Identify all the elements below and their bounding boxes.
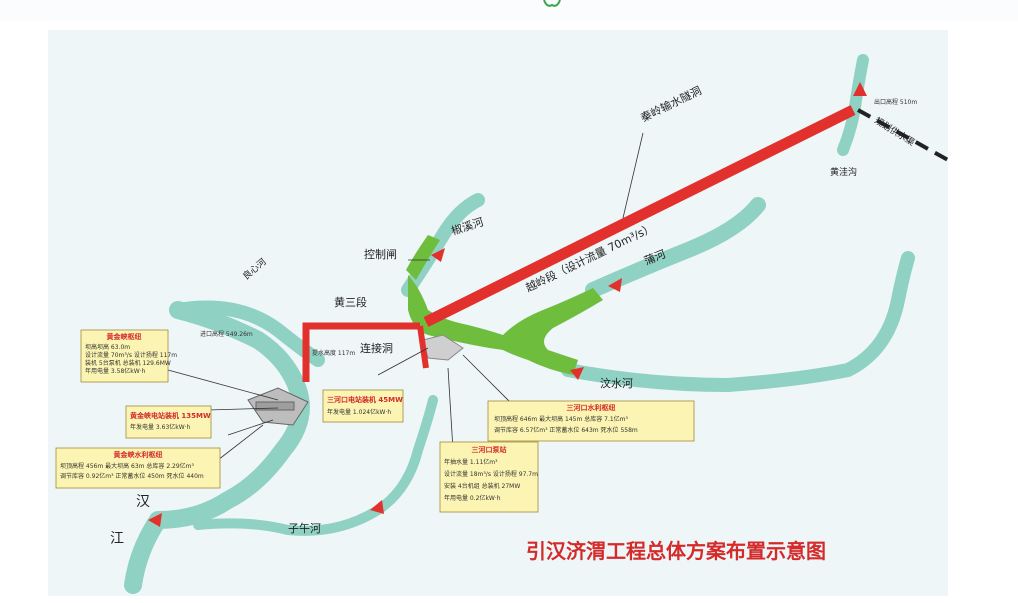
label-huang-san: 黄三段 xyxy=(334,295,367,309)
tunnel-group xyxy=(302,105,856,382)
label-control-gate: 控制闸 xyxy=(364,247,397,261)
svg-text:年抽水量 1.11亿m³: 年抽水量 1.11亿m³ xyxy=(444,458,498,466)
svg-text:调节库容 0.92亿m³ 正常蓄水位 450m 死水位: 调节库容 0.92亿m³ 正常蓄水位 450m 死水位 440m xyxy=(60,472,204,480)
label-jiang: 江 xyxy=(110,531,124,547)
diagram-panel: 黄金峡枢纽 坝高坝高 63.0m 设计流量 70m³/s 设计扬程 117m 装… xyxy=(48,30,949,596)
label-pump-lift: 提水高度 117m xyxy=(312,349,355,357)
diagram-title: 引汉济渭工程总体方案布置示意图 xyxy=(526,539,826,563)
tunnel-yueling xyxy=(423,105,856,327)
arrow-icon xyxy=(148,513,162,527)
reservoir-group xyxy=(406,235,603,375)
huangjinxia-dam xyxy=(247,387,309,426)
label-ziwu-river: 子午河 xyxy=(288,522,321,535)
arrow-icon xyxy=(570,367,584,380)
planned-canal xyxy=(857,108,949,162)
svg-text:设计流量 70m³/s 设计扬程 117m: 设计流量 70m³/s 设计扬程 117m xyxy=(85,351,177,359)
svg-text:装机 5台泵机 总装机 129.6MW: 装机 5台泵机 总装机 129.6MW xyxy=(85,359,171,367)
tunnel-huangsan xyxy=(302,322,420,382)
top-band xyxy=(0,0,1018,22)
arrow-icon xyxy=(431,248,445,262)
layout-diagram: 黄金峡枢纽 坝高坝高 63.0m 设计流量 70m³/s 设计扬程 117m 装… xyxy=(55,54,949,594)
info-box-sanhekou-power: 三河口电站装机 45MW 年发电量 1.024亿kW·h xyxy=(322,389,404,423)
svg-text:年发电量 1.024亿kW·h: 年发电量 1.024亿kW·h xyxy=(327,408,391,416)
arrow-icon xyxy=(608,278,622,292)
label-liangxin-river: 良心河 xyxy=(240,256,268,283)
tunnel-connect xyxy=(417,325,429,369)
flow-arrows xyxy=(148,82,867,527)
label-outlet-elev: 出口高程 510m xyxy=(874,98,917,106)
svg-text:安装 4台机组 总装机 27MW: 安装 4台机组 总装机 27MW xyxy=(444,482,520,490)
svg-text:黄金峡枢纽: 黄金峡枢纽 xyxy=(107,332,142,341)
info-box-sanhekou-pump: 三河口泵站 年抽水量 1.11亿m³ 设计流量 18m³/s 设计扬程 97.7… xyxy=(439,441,539,513)
label-xunshui-river: 汶水河 xyxy=(600,376,633,390)
svg-text:年用电量 3.58亿kW·h: 年用电量 3.58亿kW·h xyxy=(85,367,146,375)
info-box-huangjinxia-power: 黄金峡电站装机 135MW 年发电量 3.63亿kW·h xyxy=(125,405,212,439)
svg-text:黄金峡电站装机 135MW: 黄金峡电站装机 135MW xyxy=(130,411,211,420)
xunshui-river xyxy=(561,251,915,392)
pu-river xyxy=(585,197,766,298)
label-huangzhu: 黄洼沟 xyxy=(830,166,857,178)
info-box-huangjinxia-dam: 黄金峡枢纽 坝高坝高 63.0m 设计流量 70m³/s 设计扬程 117m 装… xyxy=(80,329,177,383)
label-entrance-elev: 进口高程 549.26m xyxy=(200,330,253,338)
arrow-icon xyxy=(853,82,867,96)
info-box-huangjinxia-reservoir: 黄金峡水利枢纽 坝顶高程 456m 最大坝高 63m 总库容 2.29亿m³ 调… xyxy=(55,447,221,489)
svg-text:三河口水利枢纽: 三河口水利枢纽 xyxy=(567,403,616,412)
svg-text:坝高坝高 63.0m: 坝高坝高 63.0m xyxy=(85,343,130,351)
svg-text:设计流量 18m³/s 设计扬程 97.7m: 设计流量 18m³/s 设计扬程 97.7m xyxy=(444,470,538,478)
arrow-icon xyxy=(370,500,384,514)
label-diversion: 规划供水渠 xyxy=(872,114,917,148)
svg-text:坝顶高程 646m 最大坝高 145m 总库容 7.1亿: 坝顶高程 646m 最大坝高 145m 总库容 7.1亿m³ xyxy=(494,415,629,423)
svg-text:年用电量 0.2亿kW·h: 年用电量 0.2亿kW·h xyxy=(444,494,501,502)
info-box-sanhekou-reservoir: 三河口水利枢纽 坝顶高程 646m 最大坝高 145m 总库容 7.1亿m³ 调… xyxy=(487,400,695,442)
svg-text:黄金峡水利枢纽: 黄金峡水利枢纽 xyxy=(114,450,163,459)
svg-text:三河口泵站: 三河口泵站 xyxy=(472,445,507,454)
logo-icon xyxy=(543,0,561,7)
svg-text:调节库容 6.57亿m³ 正常蓄水位 643m 死水位: 调节库容 6.57亿m³ 正常蓄水位 643m 死水位 558m xyxy=(494,426,638,434)
label-tunnel-name: 秦岭输水隧洞 xyxy=(638,83,703,125)
jiaoxi-river xyxy=(401,193,485,297)
svg-text:年发电量 3.63亿kW·h: 年发电量 3.63亿kW·h xyxy=(130,423,191,431)
huangzhu-river xyxy=(837,54,869,156)
ziwu-river xyxy=(193,395,438,536)
svg-text:三河口电站装机 45MW: 三河口电站装机 45MW xyxy=(327,395,403,404)
label-connect-tunnel: 连接洞 xyxy=(360,342,393,355)
label-han: 汉 xyxy=(136,494,150,510)
sanhekou-reservoir xyxy=(408,275,603,375)
svg-text:坝顶高程 456m 最大坝高 63m 总库容 2.29亿: 坝顶高程 456m 最大坝高 63m 总库容 2.29亿m³ xyxy=(60,462,195,470)
jiaoxi-reservoir xyxy=(406,235,440,280)
